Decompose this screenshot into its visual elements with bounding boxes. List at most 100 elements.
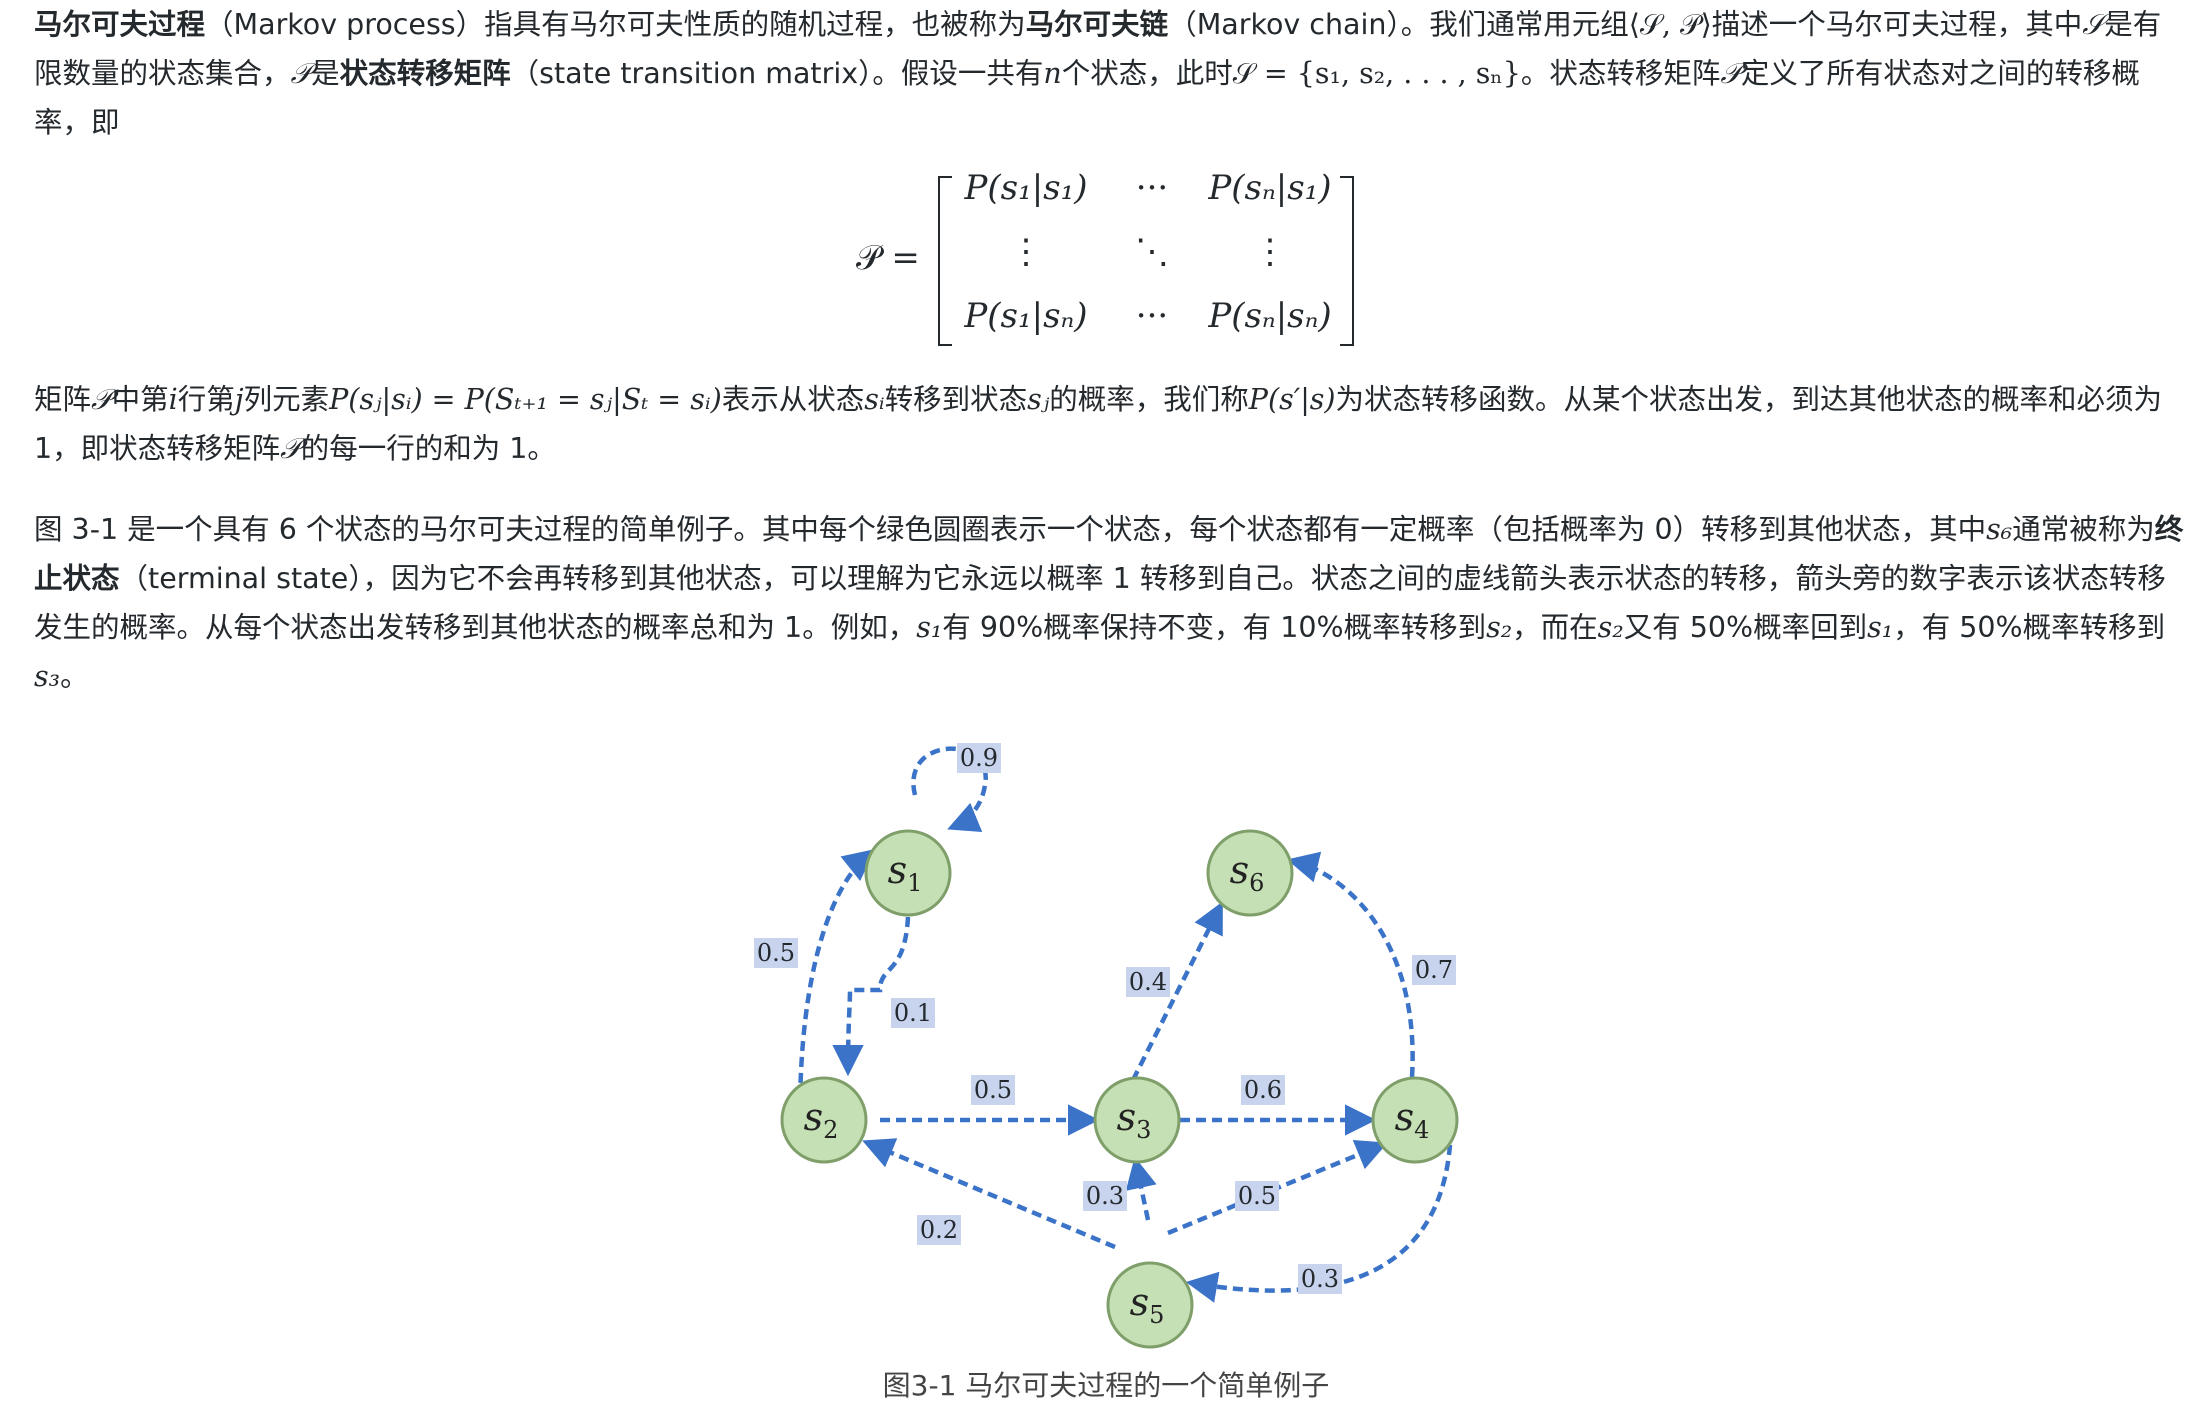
term-transition-matrix: 状态转移矩阵: [339, 57, 511, 90]
text: 列元素: [243, 383, 330, 416]
text: （state transition matrix）。假设一共有: [510, 57, 1044, 90]
edge-label-text: 0.5: [974, 1076, 1012, 1104]
svg-text:s3: s3: [1117, 1095, 1152, 1144]
text: 。: [60, 660, 89, 693]
edge-label-s2-s3: 0.5: [971, 1075, 1015, 1105]
edge-s1-s2: [832, 916, 911, 1077]
matrix-lhs: 𝒫 =: [856, 238, 920, 278]
edge-s5-s3: [1125, 1156, 1157, 1221]
matrix-cell: ⋱: [1135, 232, 1169, 272]
text: 是: [311, 57, 340, 90]
state-node-s6: s6: [1206, 829, 1294, 917]
state-node-s3: s3: [1093, 1076, 1181, 1164]
text: 又有 50%概率回到: [1623, 611, 1868, 644]
edge-label-text: 0.6: [1244, 1076, 1282, 1104]
math-s2: s₂: [1597, 611, 1624, 644]
text: 为状态转移函数。从某个状态出发，到达其他状态的概率和必须为 1，即状态转移矩阵: [34, 383, 2163, 465]
text: 的每一行的和为 1。: [300, 432, 556, 465]
text: 定义了所有状态对之间的转移概率，即: [34, 57, 2140, 139]
term-terminal-state: 终止状态: [34, 513, 2184, 595]
math-i: i: [168, 383, 178, 416]
text: （Markov chain）。我们通常用元组: [1168, 8, 1629, 41]
edge-label-text: 0.7: [1415, 956, 1453, 984]
edge-label-s4-s6: 0.7: [1412, 955, 1456, 985]
svg-text:s1: s1: [888, 848, 923, 897]
math-transition-function: P(s′|s): [1248, 383, 1336, 416]
figure-caption: 图3-1 马尔可夫过程的一个简单例子: [882, 1369, 1330, 1402]
text: ，而在: [1512, 611, 1598, 644]
matrix-cell: P(sₙ|sₙ): [1208, 296, 1332, 336]
math-s6: s₆: [1986, 513, 2013, 546]
text: 描述一个马尔可夫过程，其中: [1711, 8, 2083, 41]
text: 矩阵: [34, 383, 92, 416]
state-node-s1: s1: [864, 829, 952, 917]
edge-label-s5-s3: 0.3: [1083, 1181, 1127, 1211]
svg-text:s2: s2: [804, 1095, 839, 1144]
matrix-cell: ···: [1135, 168, 1169, 208]
matrix-cell: ⋮: [1253, 232, 1287, 272]
edge-label-text: 0.2: [920, 1216, 958, 1244]
edge-label-s4-s5: 0.3: [1298, 1264, 1342, 1294]
markov-process-diagram: 0.9 0.1 0.5 0.5 0.6 0.4 0.7 0.3 0.2 0.: [754, 743, 1459, 1349]
math-P: 𝒫: [1720, 57, 1741, 90]
text: 图 3-1 是一个具有 6 个状态的马尔可夫过程的简单例子。其中每个绿色圆圈表示…: [34, 513, 1987, 546]
math-sj: sⱼ: [1027, 383, 1050, 416]
matrix-cell: P(s₁|sₙ): [964, 296, 1088, 336]
matrix-cell: P(s₁|s₁): [964, 168, 1088, 208]
term-markov-process: 马尔可夫过程: [34, 8, 206, 41]
math-P: 𝒫: [280, 432, 301, 465]
text: （terminal state），因为它不会再转移到其他状态，可以理解为它永远以…: [34, 562, 2166, 644]
edge-label-text: 0.4: [1129, 968, 1167, 996]
transition-matrix-equation: 𝒫 = P(s₁|s₁) ··· P(sₙ|s₁) ⋮ ⋱ ⋮ P(s₁|sₙ)…: [856, 168, 1356, 348]
edge-label-text: 0.3: [1301, 1265, 1339, 1293]
edge-label-s2-s1: 0.5: [754, 938, 798, 968]
text: ，有 50%概率转移到: [1893, 611, 2166, 644]
edge-s4-s5: [1185, 1144, 1453, 1303]
text: 中第: [111, 383, 169, 416]
edge-s4-s6: [1286, 851, 1415, 1078]
edge-label-text: 0.9: [960, 744, 998, 772]
math-s2: s₂: [1486, 611, 1513, 644]
math-n: n: [1043, 57, 1062, 90]
edge-label-s3-s6: 0.4: [1126, 967, 1170, 997]
edge-label-s3-s4: 0.6: [1241, 1075, 1285, 1105]
math-s3: s₃: [34, 660, 61, 693]
edge-s3-s6: [1130, 901, 1223, 1082]
text: 。状态转移矩阵: [1520, 57, 1721, 90]
text: 的概率，我们称: [1049, 383, 1249, 416]
math-tuple: ⟨𝒮, 𝒫⟩: [1628, 8, 1712, 41]
state-node-s2: s2: [780, 1076, 868, 1164]
edge-label-text: 0.5: [1238, 1182, 1276, 1210]
svg-text:s6: s6: [1230, 848, 1265, 897]
math-P: 𝒫: [91, 383, 112, 416]
math-si: sᵢ: [864, 383, 885, 416]
nodes: s1 s2 s3 s4 s5 s6: [780, 829, 1459, 1349]
edge-label-s1-s2: 0.1: [891, 998, 935, 1028]
text: 表示从状态: [721, 383, 865, 416]
text: 通常被称为: [2012, 513, 2155, 546]
text: 转移到状态: [884, 383, 1028, 416]
svg-text:s5: s5: [1130, 1280, 1165, 1329]
math-state-set: 𝒮 = {s₁, s₂, . . . , sₙ}: [1232, 57, 1521, 90]
math-s1: s₁: [1867, 611, 1894, 644]
edge-label-s5-s2: 0.2: [917, 1215, 961, 1245]
left-bracket: [938, 176, 952, 346]
text: 有 90%概率保持不变，有 10%概率转移到: [942, 611, 1487, 644]
example-paragraph: 图 3-1 是一个具有 6 个状态的马尔可夫过程的简单例子。其中每个绿色圆圈表示…: [34, 505, 2184, 701]
edge-s5-s2: [862, 1138, 1116, 1250]
math-s1: s₁: [916, 611, 943, 644]
math-P: 𝒫: [290, 57, 312, 90]
edge-label-text: 0.3: [1086, 1182, 1124, 1210]
edge-label-s5-s4: 0.5: [1235, 1181, 1279, 1211]
edge-label-s1-s1: 0.9: [957, 743, 1001, 773]
matrix-cell: P(sₙ|s₁): [1208, 168, 1332, 208]
math-element: P(sⱼ|sᵢ) = P(Sₜ₊₁ = sⱼ|Sₜ = sᵢ): [329, 383, 722, 416]
matrix-cell: ···: [1135, 296, 1169, 336]
edge-s2-s1: [797, 849, 875, 1116]
matrix-cell: ⋮: [1009, 232, 1043, 272]
state-node-s5: s5: [1106, 1261, 1194, 1349]
state-node-s4: s4: [1371, 1076, 1459, 1164]
edge-labels: 0.9 0.1 0.5 0.5 0.6 0.4 0.7 0.3 0.2 0.: [754, 743, 1456, 1294]
text: 行第: [177, 383, 235, 416]
math-S: 𝒮: [2082, 8, 2105, 41]
